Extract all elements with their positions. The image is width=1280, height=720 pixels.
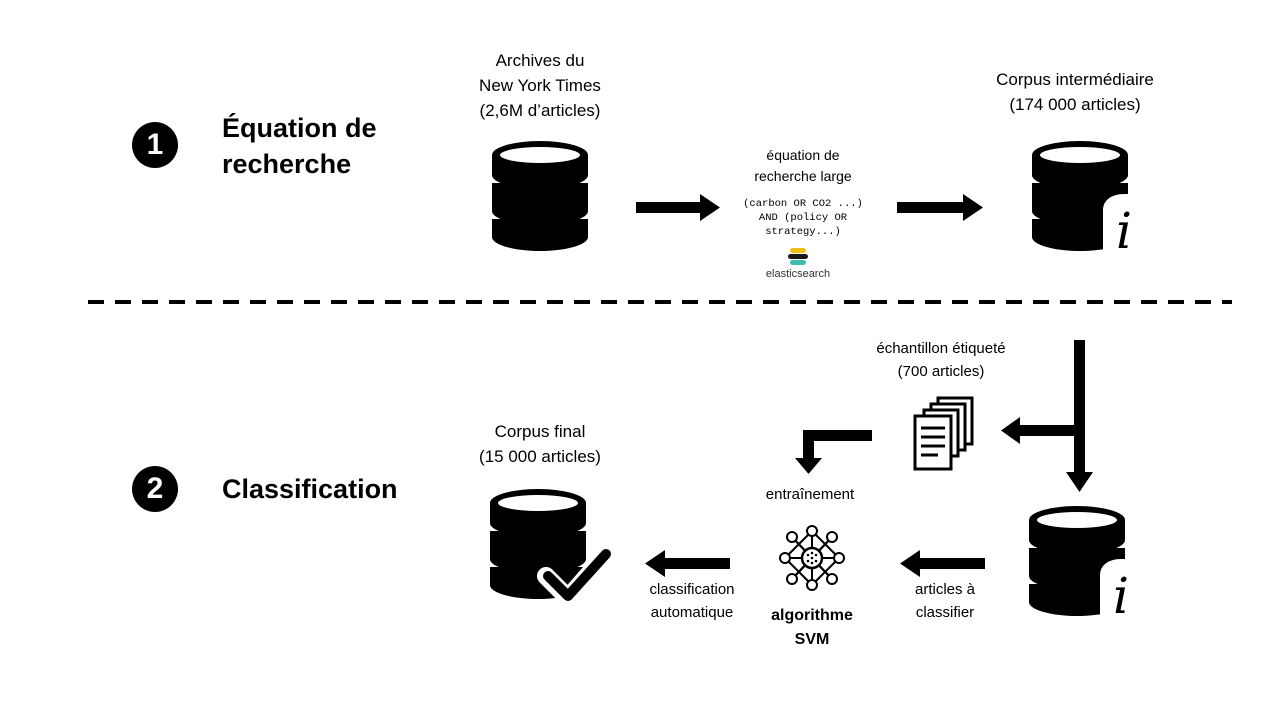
step-1-title: Équation de recherche xyxy=(222,110,377,182)
archives-label-line3: (2,6M d’articles) xyxy=(479,101,601,120)
query-code: (carbon OR CO2 ...) AND (policy OR strat… xyxy=(718,197,888,239)
checkmark-icon xyxy=(537,543,617,607)
algorithm-label-line1: algorithme xyxy=(771,607,853,624)
step-1-title-line2: recherche xyxy=(222,149,352,179)
algorithm-label: algorithme SVM xyxy=(742,604,882,652)
archives-label: Archives du New York Times (2,6M d’artic… xyxy=(440,48,640,123)
documents-stack-icon xyxy=(913,396,974,471)
arrow-query-to-intermediate xyxy=(897,194,983,221)
intermediate-label-line2: (174 000 articles) xyxy=(1009,95,1141,114)
step-1-badge: 1 xyxy=(132,122,178,168)
auto-label-line2: automatique xyxy=(650,604,734,621)
arrow-to-algorithm xyxy=(900,550,985,577)
intermediate-corpus-label: Corpus intermédiaire (174 000 articles) xyxy=(960,67,1190,117)
query-label-line1: équation de xyxy=(766,147,840,163)
sample-label-line1: échantillon étiqueté xyxy=(876,340,1006,357)
auto-classification-label: classification automatique xyxy=(622,578,762,624)
query-label-line2: recherche large xyxy=(754,168,852,184)
to-classify-label-line2: classifier xyxy=(915,604,975,621)
arrow-to-final xyxy=(645,550,730,577)
intermediate-label-line1: Corpus intermédiaire xyxy=(996,70,1154,89)
final-label-line2: (15 000 articles) xyxy=(479,447,601,466)
database-icon xyxy=(492,141,588,251)
to-classify-label: articles à classifier xyxy=(885,578,1005,624)
sample-label-line2: (700 articles) xyxy=(897,363,985,380)
training-label: entraînement xyxy=(765,486,855,503)
info-italic-icon: i xyxy=(1103,194,1140,260)
step-2-title: Classification xyxy=(222,474,398,504)
arrow-intermediate-down xyxy=(1066,340,1093,492)
sample-label: échantillon étiqueté (700 articles) xyxy=(851,337,1031,383)
query-code-line1: (carbon OR CO2 ...) xyxy=(743,198,863,210)
query-code-line3: strategy...) xyxy=(765,226,841,238)
neural-network-icon xyxy=(779,525,845,591)
final-corpus-label: Corpus final (15 000 articles) xyxy=(440,419,640,469)
query-code-line2: AND (policy OR xyxy=(758,212,848,224)
to-classify-label-line1: articles à xyxy=(914,581,976,598)
svg-text:i: i xyxy=(1113,567,1129,625)
arrow-to-sample xyxy=(1001,417,1079,444)
info-italic-icon: i xyxy=(1100,559,1137,625)
auto-label-line1: classification xyxy=(649,581,735,598)
step-1-title-line1: Équation de xyxy=(222,113,377,143)
svg-text:i: i xyxy=(1116,202,1132,260)
archives-label-line2: New York Times xyxy=(479,76,601,95)
final-label-line1: Corpus final xyxy=(494,422,586,441)
elasticsearch-brand: elasticsearch xyxy=(765,268,831,280)
step-2-badge: 2 xyxy=(132,466,178,512)
query-label: équation de recherche large xyxy=(728,145,878,187)
algorithm-label-line2: SVM xyxy=(794,631,830,648)
elasticsearch-logo-icon xyxy=(788,248,808,265)
arrow-sample-to-training xyxy=(795,430,872,474)
arrow-archives-to-query xyxy=(636,194,720,221)
archives-label-line1: Archives du xyxy=(495,51,585,70)
